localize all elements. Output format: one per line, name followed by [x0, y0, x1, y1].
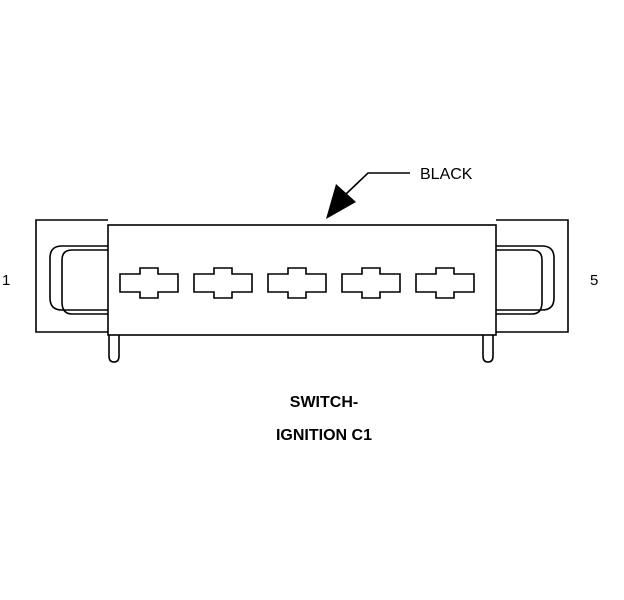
terminal-cavities: [119, 267, 475, 299]
connector-body: [107, 224, 497, 336]
left-mounting-post: [108, 335, 120, 363]
pin-number-last: 5: [590, 272, 598, 289]
left-latch: [49, 245, 108, 315]
callout-arrowhead: [326, 184, 356, 219]
color-label: BLACK: [420, 166, 473, 183]
connector-name-line1: SWITCH-: [290, 394, 358, 411]
terminal-cavity-4: [341, 267, 401, 299]
terminal-cavity-1: [119, 267, 179, 299]
right-mounting-post: [482, 335, 494, 363]
connector-housing: [35, 219, 569, 333]
terminal-cavity-2: [193, 267, 253, 299]
terminal-cavity-5: [415, 267, 475, 299]
terminal-cavity-3: [267, 267, 327, 299]
pin-number-first: 1: [2, 272, 10, 289]
connector-name-line2: IGNITION C1: [276, 427, 372, 444]
right-latch: [496, 245, 555, 315]
color-callout: [326, 172, 410, 219]
